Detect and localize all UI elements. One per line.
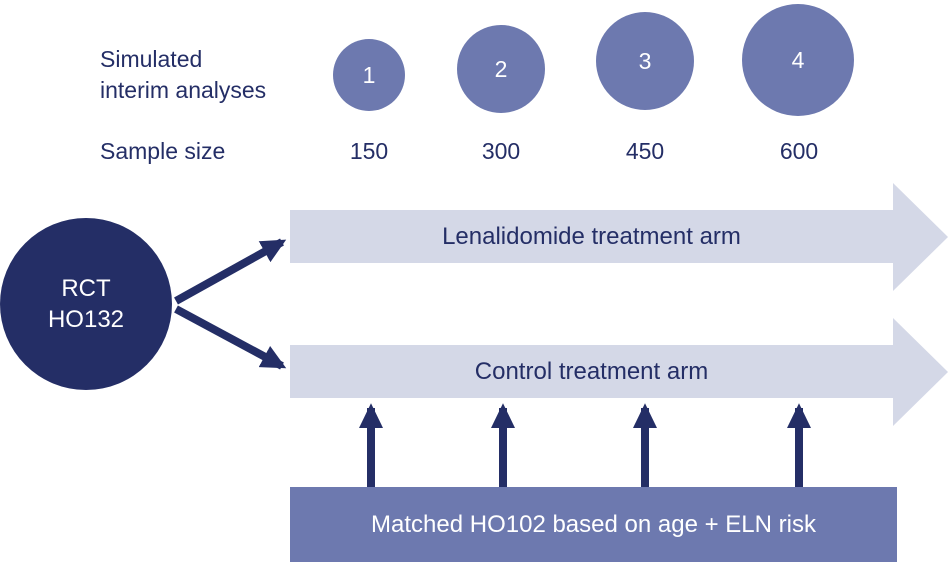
rct-circle-line2: HO132 — [47, 306, 125, 333]
branch-arrow-to-lenalidomide-icon — [174, 238, 287, 305]
sample-size-value-3: 450 — [625, 138, 665, 164]
interim-circle-4: 4 — [742, 4, 854, 116]
lenalidomide-arm: Lenalidomide treatment arm — [290, 210, 893, 263]
matched-cohort-box: Matched HO102 based on age + ELN risk — [290, 487, 897, 562]
matched-cohort-label: Matched HO102 based on age + ELN risk — [371, 510, 816, 538]
sample-size-label: Sample size — [100, 138, 226, 164]
sample-size-value-4: 600 — [779, 138, 819, 164]
control-arm-label: Control treatment arm — [474, 357, 709, 385]
control-arm-arrowhead-icon — [893, 318, 948, 426]
rct-circle: RCT HO132 — [0, 218, 172, 390]
lenalidomide-arm-label: Lenalidomide treatment arm — [442, 222, 741, 250]
rct-circle-line1: RCT — [61, 275, 111, 302]
interim-circle-1-number: 1 — [362, 61, 376, 88]
interim-circle-2-number: 2 — [494, 55, 508, 82]
control-arm: Control treatment arm — [290, 345, 893, 398]
sample-size-value-1: 150 — [349, 138, 389, 164]
interim-circle-3-number: 3 — [638, 47, 652, 74]
interim-analyses-label: Simulated interim analyses — [100, 46, 267, 103]
interim-circle-2: 2 — [457, 25, 545, 113]
interim-circle-1: 1 — [333, 39, 405, 111]
interim-circle-3: 3 — [596, 12, 694, 110]
interim-circle-4-number: 4 — [791, 46, 805, 73]
branch-arrow-to-control-icon — [174, 305, 287, 370]
sample-size-value-2: 300 — [481, 138, 521, 164]
lenalidomide-arm-arrowhead-icon — [893, 183, 948, 291]
